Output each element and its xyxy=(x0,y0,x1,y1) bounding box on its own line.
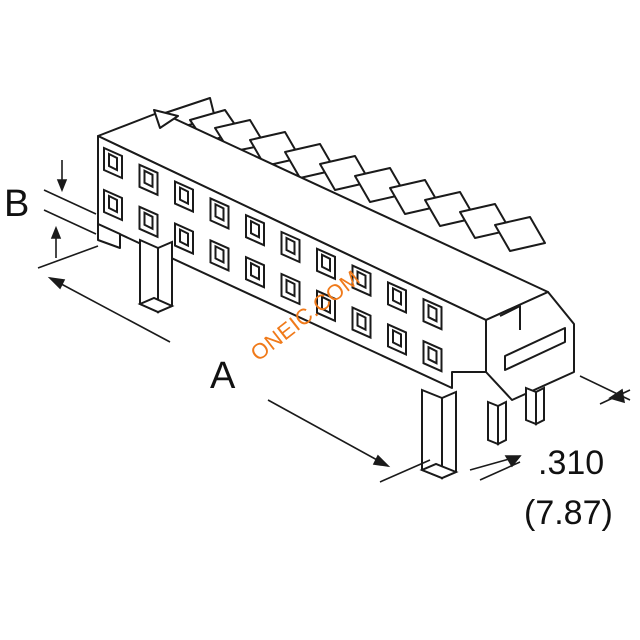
cavity-inner xyxy=(179,227,189,248)
dimension-depth-inch: .310 xyxy=(538,444,604,482)
cavity-inner xyxy=(214,244,225,265)
cavity-inner xyxy=(392,286,402,307)
cavity-inner xyxy=(392,328,402,349)
dimension-label-a: A xyxy=(210,355,236,397)
cavity-inner xyxy=(321,253,331,273)
cavity-inner xyxy=(108,152,118,172)
dimension-lines xyxy=(37,160,631,483)
cavity-inner xyxy=(427,303,438,323)
cavity-inner xyxy=(143,211,154,231)
contact-cavities xyxy=(103,146,443,373)
cavity-inner xyxy=(321,295,331,315)
cavity-inner xyxy=(108,194,118,214)
pin-rear-right xyxy=(487,400,507,446)
cavity-inner xyxy=(427,345,438,365)
cavity-inner xyxy=(285,236,296,256)
cavity-inner xyxy=(214,202,225,223)
cavity-inner xyxy=(250,261,260,281)
cavity-inner xyxy=(250,219,260,239)
pins xyxy=(137,238,545,480)
polarity-mark xyxy=(153,109,179,129)
cavity-inner xyxy=(285,278,296,298)
right-end-step xyxy=(499,305,521,330)
cavity-inner xyxy=(143,169,154,189)
left-skirt xyxy=(97,223,121,249)
top-ribs xyxy=(149,97,546,252)
cavity-inner xyxy=(356,311,367,332)
cavity-inner xyxy=(179,185,189,206)
dimension-depth-mm: (7.87) xyxy=(524,494,613,532)
dimension-label-b: B xyxy=(4,183,29,225)
cavity-inner xyxy=(356,269,367,290)
pin-rear-far xyxy=(525,386,545,426)
pin-front-right xyxy=(419,388,459,480)
pin-left xyxy=(137,238,175,314)
right-end-slot xyxy=(504,327,566,371)
